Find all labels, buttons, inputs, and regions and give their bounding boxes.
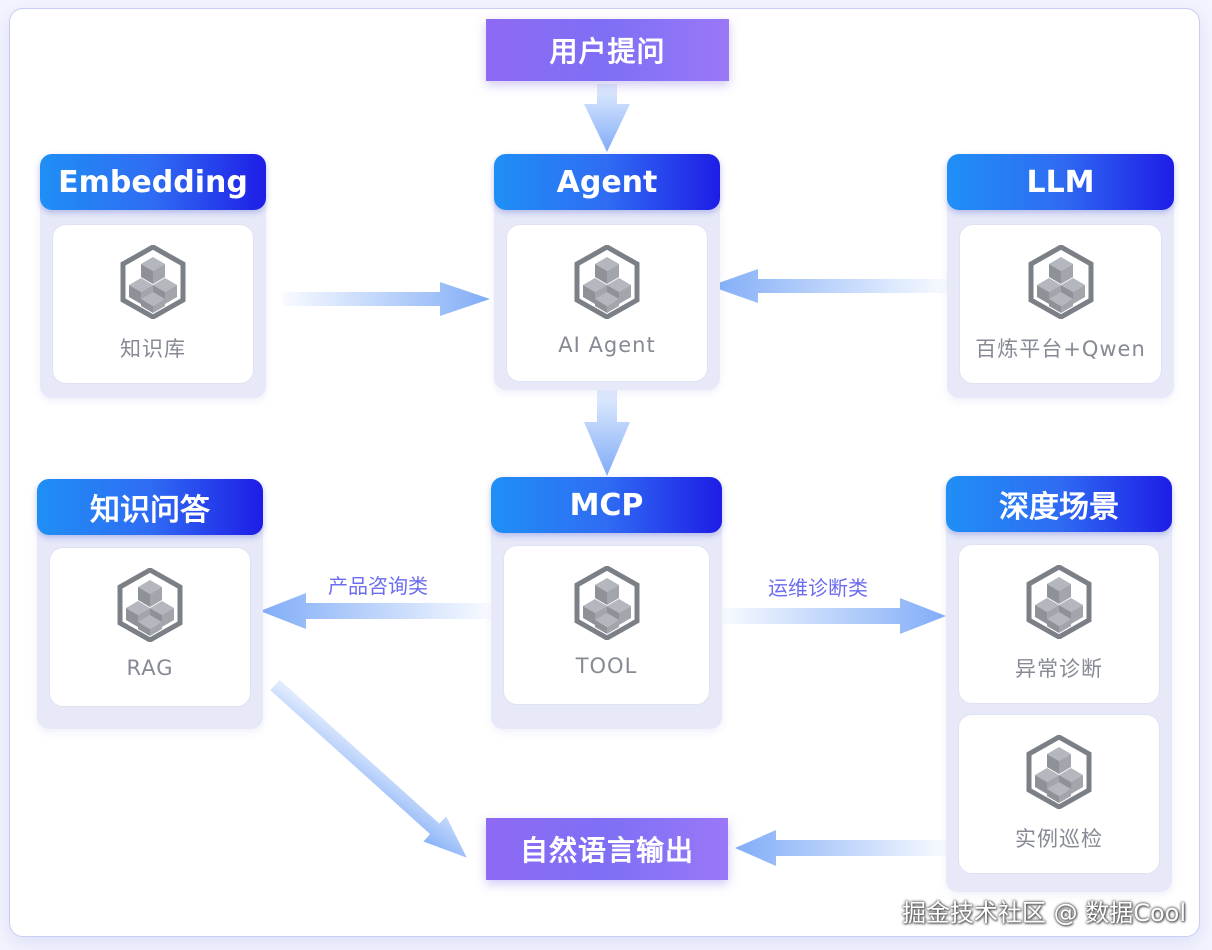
knowledge-qa-header: 知识问答 [37,479,263,535]
instance-inspection-label: 实例巡检 [1015,827,1103,851]
rag-card: RAG [49,547,251,707]
agent-header: Agent [494,154,720,210]
knowledge-qa-title: 知识问答 [90,493,210,528]
knowledge-qa-group: 知识问答 RAG [37,479,263,729]
cube-cluster-icon [120,245,186,319]
anomaly-diagnosis-card: 异常诊断 [958,544,1160,704]
llm-group: LLM 百炼平台+Qwen [947,154,1174,398]
mcp-title: MCP [569,487,644,523]
cube-cluster-icon [1026,735,1092,809]
cube-cluster-icon [1026,565,1092,639]
natural-language-output-node: 自然语言输出 [486,818,728,880]
tool-card: TOOL [503,545,710,705]
llm-header: LLM [947,154,1174,210]
mcp-header: MCP [491,477,722,533]
agent-group: Agent AI Agent [494,154,720,390]
watermark: 掘金技术社区 @ 数据Cool [901,899,1186,927]
knowledge-base-label: 知识库 [120,337,186,361]
user-question-node: 用户提问 [486,19,729,81]
tool-label: TOOL [575,654,638,678]
mcp-group: MCP TOOL [491,477,722,729]
ops-diagnosis-edge-label: 运维诊断类 [768,576,868,600]
user-question-label: 用户提问 [549,35,666,68]
agent-title: Agent [556,164,658,200]
bailian-qwen-card: 百炼平台+Qwen [959,224,1162,384]
llm-title: LLM [1026,164,1095,200]
cube-cluster-icon [574,245,640,319]
cube-cluster-icon [574,566,640,640]
instance-inspection-card: 实例巡检 [958,714,1160,874]
deep-scenario-group: 深度场景 异常诊断 实例巡检 [946,476,1172,892]
product-consult-edge-label: 产品咨询类 [328,574,428,598]
embedding-title: Embedding [58,164,248,200]
embedding-header: Embedding [40,154,266,210]
cube-cluster-icon [117,568,183,642]
natural-language-output-label: 自然语言输出 [519,834,694,867]
embedding-group: Embedding 知识库 [40,154,266,398]
rag-label: RAG [126,656,174,680]
ai-agent-label: AI Agent [558,333,656,357]
anomaly-diagnosis-label: 异常诊断 [1015,657,1103,681]
cube-cluster-icon [1028,245,1094,319]
bailian-qwen-label: 百炼平台+Qwen [975,337,1146,361]
deep-scenario-header: 深度场景 [946,476,1172,532]
knowledge-base-card: 知识库 [52,224,254,384]
ai-agent-card: AI Agent [506,224,708,382]
deep-scenario-title: 深度场景 [999,490,1119,525]
